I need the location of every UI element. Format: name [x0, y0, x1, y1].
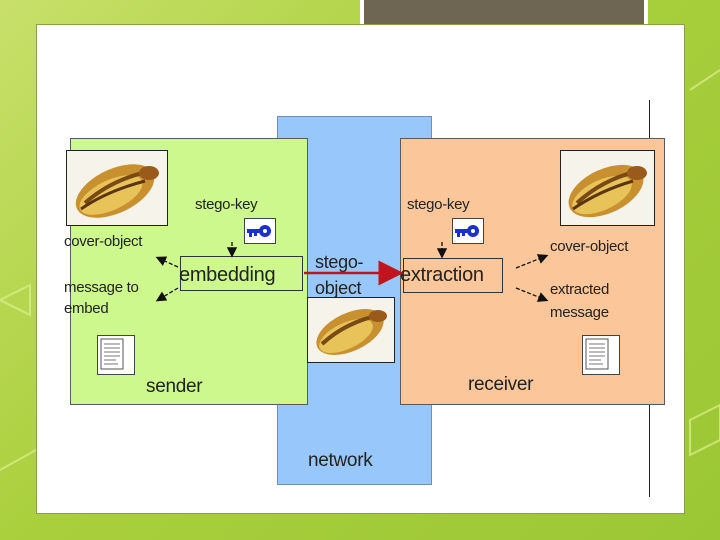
arrow-extraction-to-message: [516, 288, 546, 300]
arrow-cover-to-embedding: [158, 258, 178, 267]
arrow-extraction-to-cover: [516, 256, 546, 268]
arrow-message-to-embedding: [158, 288, 178, 300]
